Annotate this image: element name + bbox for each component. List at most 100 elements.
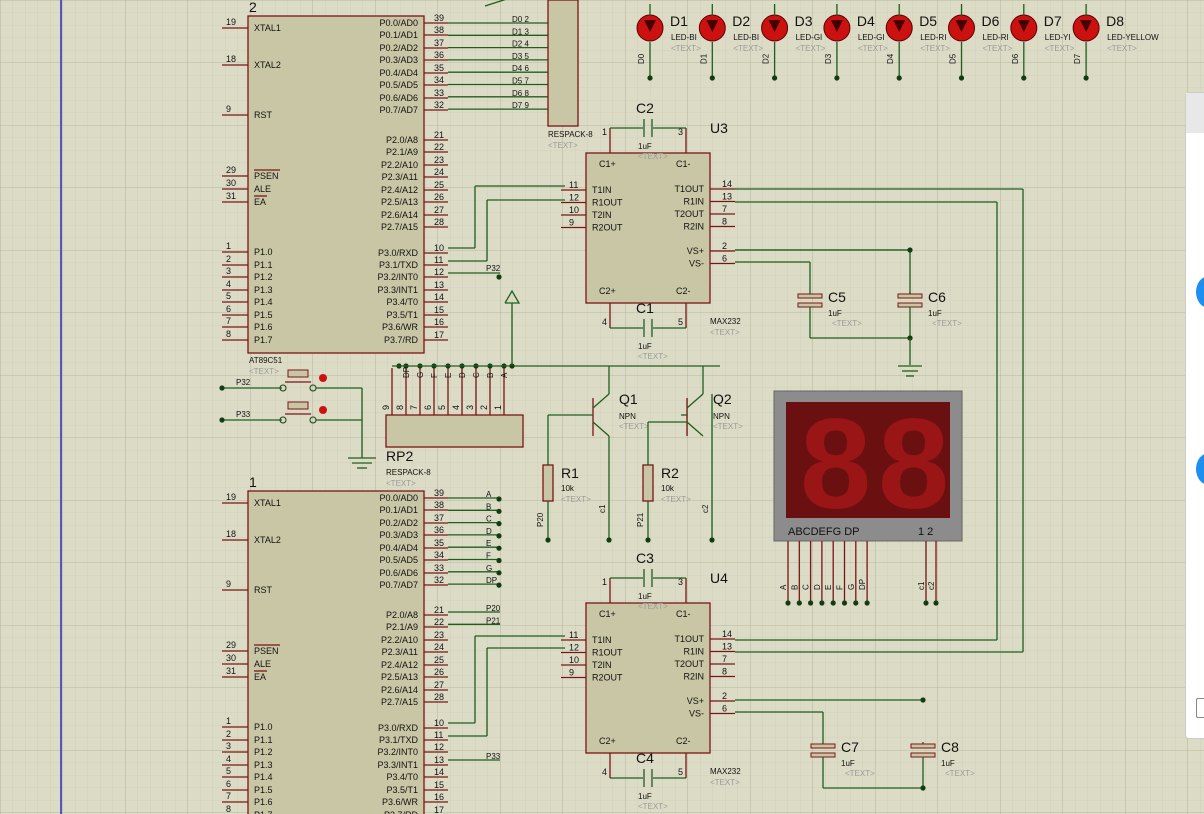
max-pin-label: T2OUT bbox=[674, 659, 704, 669]
mcu-pin-number: 27 bbox=[434, 205, 444, 215]
max-pin-no: 8 bbox=[722, 217, 727, 227]
panel-bubble-1[interactable] bbox=[1196, 276, 1204, 308]
cap-plate bbox=[797, 302, 823, 308]
max-pin-no: 9 bbox=[569, 668, 574, 678]
mcu-pin-number: 24 bbox=[434, 642, 444, 652]
led-ref: D5 bbox=[919, 13, 937, 29]
mcu-pin-number: 6 bbox=[226, 304, 231, 314]
mcu-pin-number: 28 bbox=[434, 692, 444, 702]
max-pin-no: 2 bbox=[722, 241, 727, 251]
power-arrow bbox=[504, 289, 521, 304]
mcu-pin-label: P3.4/T0 bbox=[386, 772, 418, 782]
switch-dot bbox=[219, 385, 225, 391]
transistor-type: NPN bbox=[713, 412, 730, 421]
led-part: LED-GI bbox=[796, 33, 823, 42]
mcu-ref: 2 bbox=[249, 0, 257, 15]
led-part: LED-YI bbox=[1045, 33, 1071, 42]
led-dot bbox=[709, 75, 715, 81]
mcu-pin-number: 34 bbox=[434, 550, 444, 560]
p0-net-label: D7 9 bbox=[512, 101, 529, 110]
mcu-pin-label: P3.1/TXD bbox=[379, 735, 419, 745]
led-triangle bbox=[955, 20, 968, 32]
mcu-pin-number: 36 bbox=[434, 525, 444, 535]
p32-label: P32 bbox=[486, 264, 501, 273]
max-pin-label: VS+ bbox=[687, 246, 704, 256]
mcu-pin-number: 18 bbox=[226, 54, 236, 64]
mcu-pin-label: P2.4/A12 bbox=[381, 660, 418, 670]
panel-checkbox[interactable] bbox=[1196, 698, 1204, 718]
rp2-pin-number: 1 bbox=[493, 405, 503, 410]
mcu-ref: 1 bbox=[249, 474, 257, 490]
switch-contact bbox=[279, 416, 287, 424]
max232-body bbox=[585, 602, 711, 754]
mcu-pin-number: 17 bbox=[434, 805, 444, 814]
panel-tab-icon[interactable] bbox=[1186, 93, 1204, 133]
led-ref: D4 bbox=[857, 13, 875, 29]
max-pin-label: VS- bbox=[689, 709, 704, 719]
junction-dot bbox=[830, 600, 836, 606]
rp2-pin-number: 4 bbox=[451, 405, 461, 410]
switch-led bbox=[319, 406, 327, 414]
p0-net-label: DP bbox=[486, 576, 497, 585]
cap-ref: C4 bbox=[636, 750, 654, 766]
rp2-net: E bbox=[444, 373, 453, 378]
mcu-pin-label: P3.4/T0 bbox=[386, 297, 418, 307]
max-pin-no: 10 bbox=[569, 205, 579, 215]
led-text: <TEXT> bbox=[858, 44, 888, 53]
max-pin-label: T1OUT bbox=[674, 184, 704, 194]
p0-net-label: D6 8 bbox=[512, 89, 529, 98]
p2-net-label: P20 bbox=[486, 604, 501, 613]
p0-dot bbox=[496, 521, 502, 527]
led-text: <TEXT> bbox=[920, 44, 950, 53]
seven-seg-pin: A bbox=[779, 584, 788, 590]
seven-seg-digit: 8 bbox=[878, 393, 949, 536]
max232-text: <TEXT> bbox=[710, 328, 740, 337]
panel-bubble-2[interactable] bbox=[1196, 453, 1204, 485]
cap-plate bbox=[910, 752, 936, 758]
max-pin-label: VS+ bbox=[687, 696, 704, 706]
cap-ref: C5 bbox=[828, 289, 846, 305]
mcu-pin-label: P2.2/A10 bbox=[381, 635, 418, 645]
mcu-pin-number: 11 bbox=[434, 730, 443, 740]
led-text: <TEXT> bbox=[671, 44, 701, 53]
max232-ref: U3 bbox=[710, 120, 728, 136]
junction-dot bbox=[864, 600, 870, 606]
mcu-pin-label: P1.2 bbox=[254, 272, 273, 282]
mcu-pin-number: 35 bbox=[434, 538, 444, 548]
rp2-pin-number: 3 bbox=[465, 405, 475, 410]
max-pin-label: T2IN bbox=[592, 660, 612, 670]
cap-text: <TEXT> bbox=[638, 352, 668, 361]
mcu-pin-number: 14 bbox=[434, 292, 444, 302]
seven-seg-pin: F bbox=[836, 585, 845, 590]
mcu-pin-label: P1.0 bbox=[254, 722, 273, 732]
cap-ref: C1 bbox=[636, 300, 654, 316]
transistor-type: NPN bbox=[619, 412, 636, 421]
mcu-pin-number: 36 bbox=[434, 50, 444, 60]
mcu-pin-label: ALE bbox=[254, 184, 271, 194]
led-text: <TEXT> bbox=[796, 44, 826, 53]
mcu-pin-number: 28 bbox=[434, 217, 444, 227]
mcu-pin-number: 29 bbox=[226, 640, 236, 650]
mcu-pin-label: P1.3 bbox=[254, 760, 273, 770]
mcu-pin-number: 2 bbox=[226, 254, 231, 264]
clipped-side-panel[interactable] bbox=[1185, 92, 1204, 739]
max-pin-no: 7 bbox=[722, 204, 727, 214]
max-pin-no: 2 bbox=[722, 691, 727, 701]
cap-value: 1uF bbox=[638, 592, 652, 601]
led-dot bbox=[1021, 75, 1027, 81]
mcu-pin-label: P1.5 bbox=[254, 785, 273, 795]
cap-plate bbox=[910, 743, 936, 749]
mcu-pin-label: P0.4/AD4 bbox=[379, 543, 418, 553]
mcu-pin-label: P3.2/INT0 bbox=[377, 272, 418, 282]
led-net: D2 bbox=[762, 53, 771, 64]
max-c2p: C2+ bbox=[599, 286, 616, 296]
label: 5 bbox=[678, 317, 683, 327]
resistor-net: P20 bbox=[536, 512, 545, 527]
led-text: <TEXT> bbox=[1107, 44, 1137, 53]
p0-dot bbox=[496, 508, 502, 514]
led-text: <TEXT> bbox=[733, 44, 763, 53]
mcu-pin-number: 21 bbox=[434, 130, 444, 140]
junction-dot bbox=[606, 537, 612, 543]
led-ref: D8 bbox=[1106, 13, 1124, 29]
